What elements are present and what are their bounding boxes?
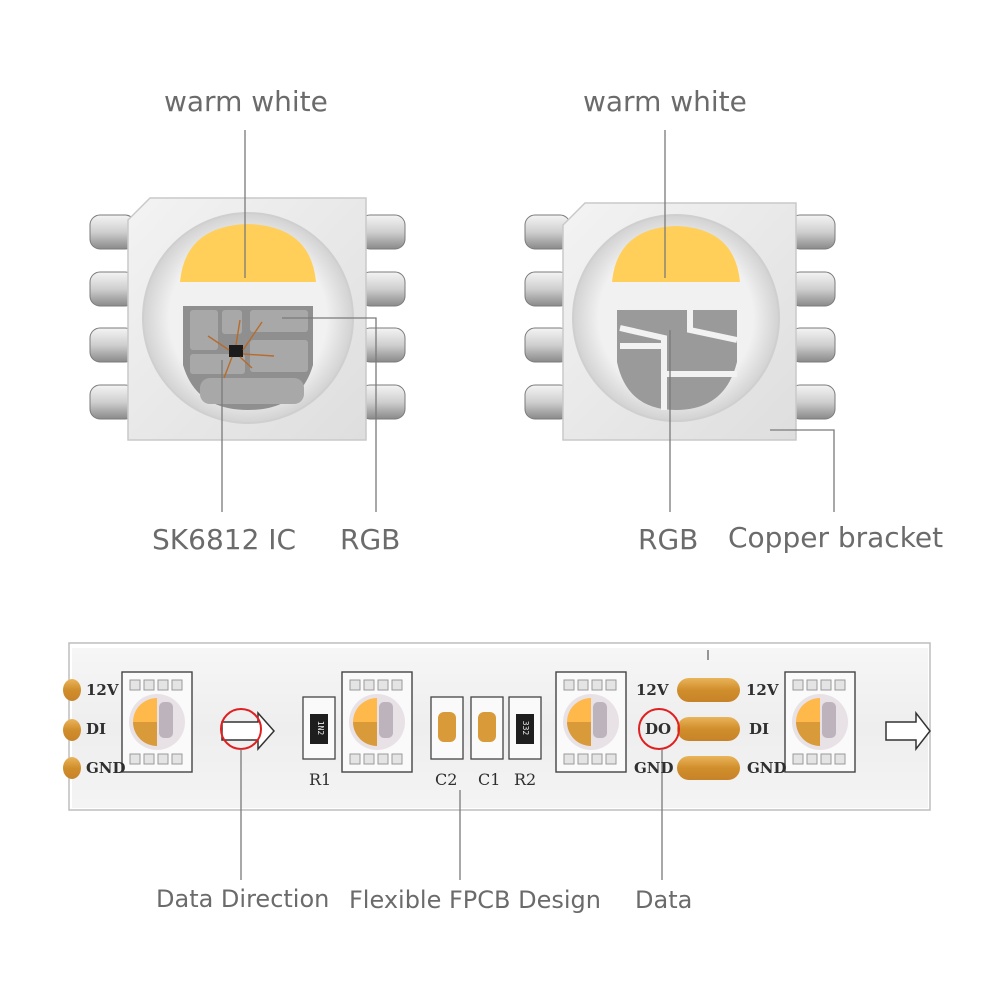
data-direction-arrow-icon — [221, 711, 276, 751]
data-direction-arrow-icon-right — [885, 710, 931, 752]
component-label-r1: R1 — [309, 770, 332, 789]
pad-label-gnd-left: GND — [86, 759, 126, 777]
strip-led-3 — [555, 671, 627, 773]
resistor-r2 — [508, 696, 542, 760]
strip-led-2 — [341, 671, 413, 773]
pad-label-do: DO — [645, 720, 672, 738]
label-copper-bracket: Copper bracket — [728, 521, 944, 554]
label-warm-white-right: warm white — [583, 85, 747, 118]
label-data: Data — [635, 886, 693, 914]
resistor-mark-r1: 1N2 — [316, 720, 326, 736]
component-label-c2: C2 — [435, 770, 458, 789]
label-rgb-right: RGB — [638, 523, 699, 556]
component-label-c1: C1 — [478, 770, 501, 789]
resistor-mark-r2: 332 — [521, 720, 531, 736]
label-data-direction: Data Direction — [156, 885, 330, 913]
die-separators — [619, 310, 738, 410]
led-package-left — [89, 130, 406, 512]
cut-solder-pads — [677, 678, 740, 780]
capacitor-c2 — [430, 696, 464, 760]
leaders-right — [664, 130, 835, 512]
label-rgb-left: RGB — [340, 523, 401, 556]
pad-label-di-left: DI — [86, 720, 107, 738]
bond-wires — [207, 319, 275, 379]
warm-white-die — [180, 224, 316, 282]
pad-label-12v-right: 12V — [746, 681, 779, 699]
resistor-r1 — [302, 696, 336, 760]
rgb-die-area-right — [617, 310, 737, 410]
led-package-right — [524, 130, 836, 512]
data-out-highlight-circle — [638, 708, 680, 750]
led-strip — [63, 642, 931, 811]
capacitor-c1 — [470, 696, 504, 760]
label-warm-white-left: warm white — [164, 85, 328, 118]
component-label-r2: R2 — [514, 770, 537, 789]
pins-right-side-right-led — [789, 214, 836, 420]
pad-label-gnd-mid: GND — [634, 759, 674, 777]
label-flexible-fpcb: Flexible FPCB Design — [349, 886, 601, 914]
pad-label-12v-left: 12V — [86, 681, 119, 699]
strip-led-1 — [121, 671, 193, 773]
leaders-bottom — [240, 749, 663, 880]
warm-white-die-right — [612, 226, 740, 282]
label-sk6812-ic: SK6812 IC — [152, 523, 297, 556]
pad-label-gnd-right: GND — [747, 759, 787, 777]
pad-label-di-right: DI — [749, 720, 770, 738]
left-partial-pads — [63, 679, 81, 779]
sk6812-ic-chip — [229, 345, 243, 357]
strip-led-4 — [784, 671, 856, 773]
leaders-left — [221, 130, 377, 512]
pad-label-12v-mid: 12V — [636, 681, 669, 699]
